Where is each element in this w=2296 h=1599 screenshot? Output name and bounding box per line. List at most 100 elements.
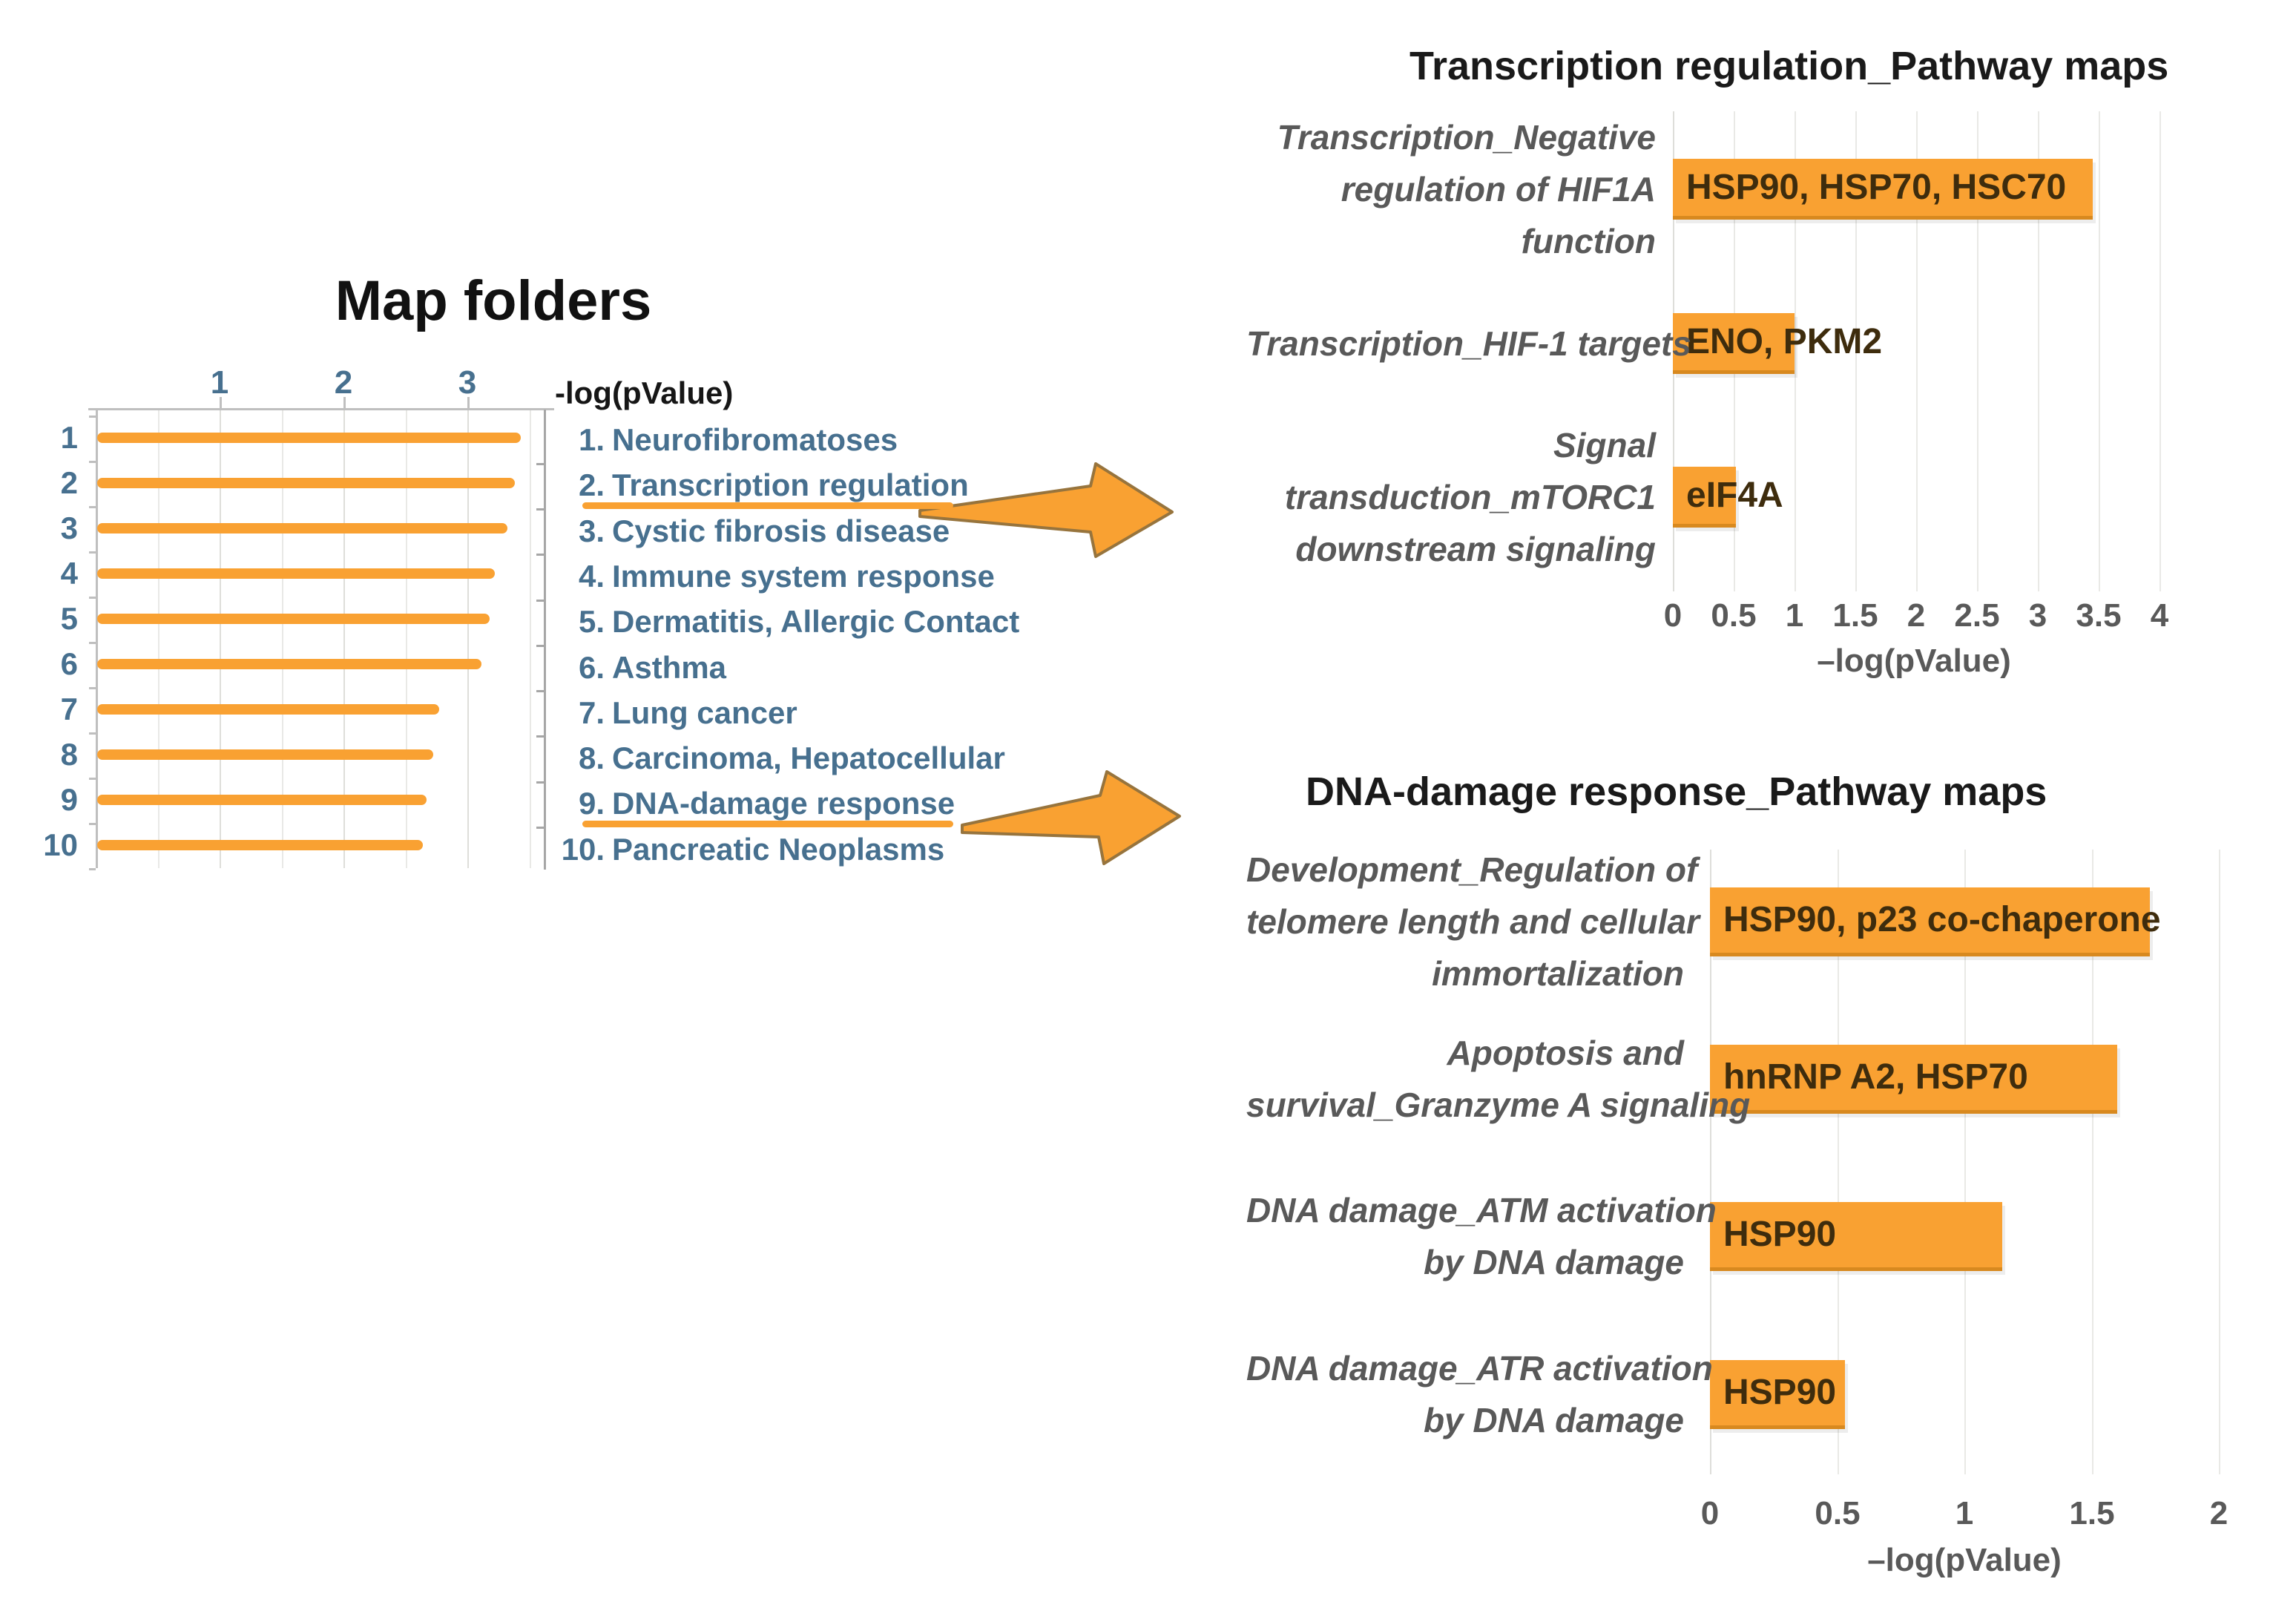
legend-item-number: 4. <box>578 559 605 594</box>
legend-item-label: Pancreatic Neoplasms <box>612 832 945 867</box>
dna-damage-chart-x-tick-label: 2 <box>2209 1495 2228 1531</box>
map-folders-y-tick <box>89 868 96 870</box>
dna-damage-chart-bar: hnRNP A2, HSP70 <box>1710 1045 2117 1114</box>
map-folders-row-label: 10 <box>43 827 78 862</box>
map-folders-x-tick <box>467 397 470 408</box>
map-folders-x-tick-label: 2 <box>334 364 353 401</box>
transcription-chart-x-tick-label: 1 <box>1785 597 1804 634</box>
legend-axis-tick <box>536 600 544 602</box>
legend-item-label: Transcription regulation <box>612 467 969 502</box>
map-folders-x-tick-label: 3 <box>458 364 477 401</box>
map-folders-gridline <box>343 408 345 868</box>
map-folders-row-label: 8 <box>60 737 78 772</box>
legend-item-label: Cystic fibrosis disease <box>612 513 950 548</box>
map-folders-bar <box>97 704 439 715</box>
map-folders-y-tick <box>89 506 96 508</box>
map-folders-gridline <box>467 408 469 868</box>
transcription-chart-bar-label: ENO, PKM2 <box>1686 322 1883 361</box>
legend-item: 4.Immune system response <box>553 554 1057 599</box>
dna-damage-chart-x-tick-label: 1.5 <box>2069 1495 2115 1531</box>
legend-item-label: Dermatitis, Allergic Contact <box>612 604 1020 639</box>
map-folders-gridline <box>158 408 159 868</box>
transcription-chart-category-label: Transcription_HIF-1 targets <box>1246 318 1691 370</box>
transcription-chart-gridline <box>1795 111 1796 591</box>
dna-damage-chart-bar-label: HSP90 <box>1723 1215 1837 1254</box>
dna-damage-chart-bar-label: HSP90 <box>1723 1373 1837 1412</box>
legend-item: 10.Pancreatic Neoplasms <box>553 827 1057 872</box>
map-folders-x-tick-label: 1 <box>210 364 229 401</box>
map-folders-bar <box>97 659 481 669</box>
transcription-chart-category-label-line: downstream signaling <box>1295 530 1656 568</box>
map-folders-row-label: 1 <box>60 420 78 455</box>
map-folders-y-tick <box>89 461 96 463</box>
map-folders-gridline <box>530 408 531 868</box>
transcription-chart-category-label-line: transduction_mTORC1 <box>1284 478 1656 516</box>
map-folders-y-tick <box>89 823 96 825</box>
legend-item: 8.Carcinoma, Hepatocellular <box>553 736 1057 781</box>
map-folders-x-tick <box>220 397 222 408</box>
map-folders-y-axis-line <box>96 408 98 868</box>
map-folders-y-tick <box>89 732 96 735</box>
map-folders-bar <box>97 433 521 443</box>
dna-damage-chart-category-label-line: survival_Granzyme A signaling <box>1246 1086 1751 1124</box>
map-folders-bar <box>97 749 433 760</box>
transcription-chart-x-tick-label: 3.5 <box>2076 597 2122 634</box>
map-folders-x-axis-line <box>88 408 554 410</box>
transcription-chart-x-tick-label: 0.5 <box>1711 597 1757 634</box>
legend-item-label: Lung cancer <box>612 695 797 730</box>
dna-damage-chart-category-label-line: telomere length and cellular <box>1246 902 1700 941</box>
legend-axis-line <box>544 410 546 870</box>
map-folders-bar <box>97 568 495 579</box>
transcription-chart-category-label-line: regulation of HIF1A <box>1341 170 1656 209</box>
dna-damage-chart-x-tick-label: 0 <box>1700 1495 1720 1531</box>
dna-damage-chart-bar: HSP90 <box>1710 1202 2002 1271</box>
legend-item-number: 1. <box>578 422 605 457</box>
map-folders-gridline <box>220 408 221 868</box>
legend-item-number: 8. <box>578 741 605 775</box>
transcription-chart-bar: ENO, PKM2 <box>1673 313 1883 374</box>
map-folders-row-label: 9 <box>60 782 78 817</box>
legend-axis-tick <box>536 827 544 829</box>
transcription-chart-x-axis-label: –log(pValue) <box>1817 643 2011 679</box>
map-folders-y-tick <box>89 597 96 599</box>
dna-damage-chart-x-tick-label: 0.5 <box>1815 1495 1861 1531</box>
dna-damage-chart-bar-label: hnRNP A2, HSP70 <box>1723 1057 2028 1097</box>
map-folders-bar <box>97 840 423 850</box>
dna-damage-chart-bar: HSP90 <box>1710 1360 1845 1429</box>
legend-item-label: Asthma <box>612 650 727 685</box>
map-folders-row-label: 2 <box>60 465 78 500</box>
legend-item: 1.Neurofibromatoses <box>553 418 1057 462</box>
transcription-chart-gridline <box>1977 111 1978 591</box>
legend-item-underline <box>582 502 953 509</box>
transcription-chart-gridline <box>2160 111 2161 591</box>
transcription-chart-bar: eIF4A <box>1673 467 1783 528</box>
legend-axis-tick <box>536 781 544 784</box>
map-folders-row-label: 5 <box>60 601 78 636</box>
map-folders-title: Map folders <box>335 269 652 332</box>
dna-damage-chart-bar: HSP90, p23 co-chaperone <box>1710 887 2161 956</box>
map-folders-axis-header: -log(pValue) <box>555 375 734 410</box>
transcription-chart-x-tick-label: 4 <box>2150 597 2169 634</box>
legend-item-label: Neurofibromatoses <box>612 422 898 457</box>
legend-item-number: 10. <box>561 832 605 867</box>
map-folders-bar <box>97 523 507 533</box>
dna-damage-chart-category-label-line: DNA damage_ATM activation <box>1246 1191 1717 1229</box>
transcription-chart-gridline <box>2038 111 2039 591</box>
legend-item-label: DNA-damage response <box>612 786 955 821</box>
map-folders-row-label: 3 <box>60 510 78 545</box>
map-folders-bar <box>97 478 515 488</box>
legend-axis-tick <box>536 463 544 465</box>
transcription-chart-gridline <box>1916 111 1918 591</box>
legend-axis-tick <box>536 645 544 647</box>
legend-item: 5.Dermatitis, Allergic Contact <box>553 600 1057 644</box>
dna-damage-chart-gridline <box>1710 850 1711 1474</box>
legend-item-label: Carcinoma, Hepatocellular <box>612 741 1005 775</box>
dna-damage-chart-x-tick-label: 1 <box>1955 1495 1974 1531</box>
dna-damage-chart-gridline <box>2092 850 2093 1474</box>
map-folders-y-tick <box>89 687 96 689</box>
